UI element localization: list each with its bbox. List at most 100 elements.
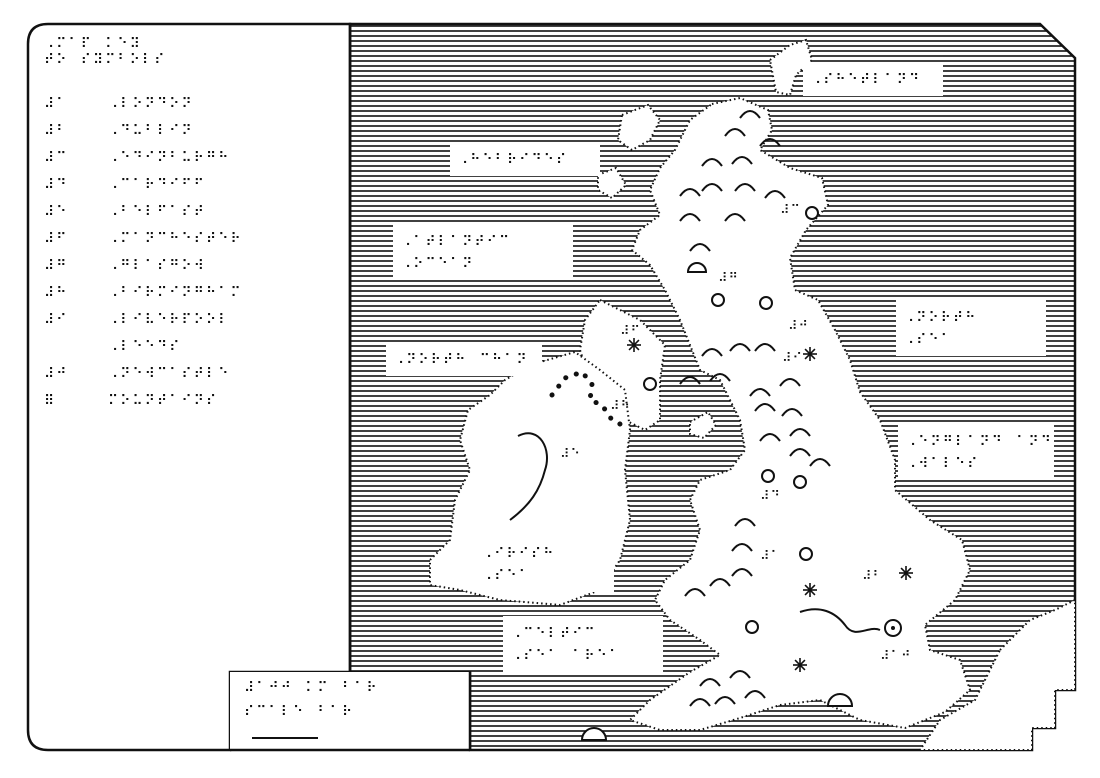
north-channel-label: ⠠⠝⠕⠗⠞⠓⠀⠉⠓⠁⠝ (394, 352, 529, 368)
town-label: ⠼⠚ (788, 319, 809, 334)
mountain-icon (731, 568, 753, 577)
town-icon (711, 293, 725, 307)
river-shannon (509, 432, 548, 521)
legend-key: ⠿ (44, 393, 57, 409)
legend-key: ⠼⠓ (44, 285, 69, 301)
scale-line-1: ⠼⠁⠚⠚⠀⠅⠍⠀⠃⠁⠗ (244, 680, 379, 696)
mountain-icon (679, 188, 701, 197)
mountain-icon (684, 588, 706, 597)
atlantic-label: ⠠⠁⠞⠇⠁⠝⠞⠊⠉ (401, 234, 511, 250)
northern-ireland-border (549, 369, 631, 431)
legend-label: ⠠⠇⠊⠧⠑⠗⠏⠕⠕⠇ (108, 312, 231, 328)
town-icon (643, 377, 657, 391)
legend-heading-2: ⠞⠕⠀⠎⠽⠍⠃⠕⠇⠎ (44, 52, 167, 68)
legend-key (44, 339, 108, 366)
north-sea-label-2-box (898, 424, 1054, 480)
celtic-sea-label: ⠠⠉⠑⠇⠞⠊⠉ (511, 626, 597, 642)
atlantic-label-box (393, 224, 573, 280)
legend-entry: ⠼⠉ ⠠⠑⠙⠊⠝⠃⠥⠗⠛⠓ (44, 150, 334, 177)
legend-key: ⠼⠃ (44, 123, 69, 139)
mountain-icon (701, 348, 723, 357)
north-sea-label: ⠠⠎⠑⠁ (904, 332, 953, 348)
airport-icon (628, 339, 640, 351)
european-coast (918, 598, 1076, 751)
mountain-icon (679, 376, 701, 385)
north-channel-label-box (386, 342, 542, 376)
airport-icon (794, 659, 806, 671)
mountain-icon (754, 343, 776, 352)
town-icon (805, 206, 819, 220)
mountain-icon (701, 183, 723, 192)
hebrides-label-box (450, 142, 600, 176)
isle-of-man (689, 410, 718, 440)
mountain-icon (754, 403, 776, 412)
town-icon (759, 296, 773, 310)
town-icon (761, 469, 775, 483)
mountain-icon (734, 183, 756, 192)
north-sea-label-box (896, 300, 1046, 356)
legend-entry: ⠼⠚ ⠠⠝⠑⠺⠉⠁⠎⠞⠇⠑ (44, 366, 334, 393)
port-icon (826, 693, 854, 707)
town-label: ⠼⠃ (862, 569, 883, 584)
mountain-icon (689, 698, 711, 707)
legend-entry: ⠼⠑⠠⠃⠑⠇⠋⠁⠎⠞ (44, 204, 334, 231)
legend-label: ⠠⠛⠇⠁⠎⠛⠕⠺ (108, 258, 207, 274)
legend-label: ⠠⠇⠑⠑⠙⠎ (108, 339, 182, 355)
legend-key: ⠼⠉ (44, 150, 69, 166)
scale-line-2: ⠎⠉⠁⠇⠑⠀⠃⠁⠗ (244, 704, 355, 720)
legend-entry: ⠼⠁ ⠠⠇⠕⠝⠙⠕⠝ (44, 96, 334, 123)
legend-key: ⠼⠁ (44, 96, 69, 112)
north-sea-label: ⠠⠝⠕⠗⠞⠓ (904, 310, 978, 326)
legend-entry: ⠼⠋ ⠠⠍⠁⠝⠉⠓⠑⠎⠞⠑⠗ (44, 231, 334, 258)
town-label: ⠼⠓ (610, 399, 631, 414)
legend-key: ⠼⠚ (44, 366, 69, 382)
mountain-icon (709, 578, 731, 587)
legend-heading-1: ⠠⠍⠁⠏⠀⠅⠑⠽ (44, 36, 143, 52)
legend-entry: ⠼⠛⠠⠛⠇⠁⠎⠛⠕⠺ (44, 258, 334, 285)
west-scotland-coast (578, 298, 667, 432)
mountain-icon (699, 678, 721, 687)
mountain-icon (679, 213, 701, 222)
legend-label: ⠠⠃⠊⠗⠍⠊⠝⠛⠓⠁⠍ (108, 285, 243, 301)
legend-label: ⠍⠕⠥⠝⠞⠁⠊⠝⠎ (108, 393, 219, 409)
irish-sea-label-box (474, 536, 614, 592)
mountain-icon (759, 138, 781, 147)
mountain-icon (789, 428, 811, 437)
legend-label: ⠠⠃⠑⠇⠋⠁⠎⠞ (108, 204, 207, 220)
mountain-icon (724, 213, 746, 222)
mountain-icon (764, 190, 786, 199)
mountain-icon (701, 158, 723, 167)
shetland-label-box (803, 62, 943, 96)
town-icon (799, 547, 813, 561)
legend-label: ⠠⠍⠁⠝⠉⠓⠑⠎⠞⠑⠗ (108, 231, 243, 247)
towns (580, 206, 913, 741)
legend-entry: ⠼⠊⠠⠇⠊⠧⠑⠗⠏⠕⠕⠇ (44, 312, 334, 339)
labels: ⠠⠎⠓⠑⠞⠇⠁⠝⠙⠠⠓⠑⠃⠗⠊⠙⠑⠎⠠⠁⠞⠇⠁⠝⠞⠊⠉⠠⠕⠉⠑⠁⠝⠠⠝⠕⠗⠞⠓⠠… (386, 62, 1054, 672)
town-icon (793, 475, 807, 489)
legend-label: ⠠⠙⠥⠃⠇⠊⠝ (108, 123, 194, 139)
legend-label: ⠠⠑⠙⠊⠝⠃⠥⠗⠛⠓ (108, 150, 231, 166)
port-icon (580, 727, 608, 741)
airport-icon (804, 584, 816, 596)
mountain-icon (781, 408, 803, 417)
legend-key: ⠼⠋ (44, 231, 69, 247)
celtic-sea-label: ⠠⠎⠑⠁⠀⠁⠗⠑⠁ (511, 648, 621, 664)
mountain-icon (734, 518, 756, 527)
atlantic-label: ⠠⠕⠉⠑⠁⠝ (401, 256, 475, 272)
shetland-label: ⠠⠎⠓⠑⠞⠇⠁⠝⠙ (811, 72, 921, 88)
mountain-icon (731, 543, 753, 552)
legend-label: ⠠⠝⠑⠺⠉⠁⠎⠞⠇⠑ (108, 366, 231, 382)
legend-label: ⠠⠇⠕⠝⠙⠕⠝ (108, 96, 194, 112)
airport-icon (804, 348, 816, 360)
mountain-icon (689, 243, 711, 252)
legend-entry: ⠼⠙⠠⠉⠁⠗⠙⠊⠋⠋ (44, 177, 334, 204)
mountain-icon (729, 343, 751, 352)
town-label: ⠼⠁⠚ (880, 649, 912, 664)
mountains (679, 110, 831, 707)
mountain-icon (731, 156, 753, 165)
north-sea-label-2: ⠠⠺⠁⠇⠑⠎ (906, 456, 980, 472)
legend-key: ⠼⠙ (44, 177, 69, 193)
mountain-icon (749, 388, 771, 397)
western-isles (616, 103, 662, 152)
